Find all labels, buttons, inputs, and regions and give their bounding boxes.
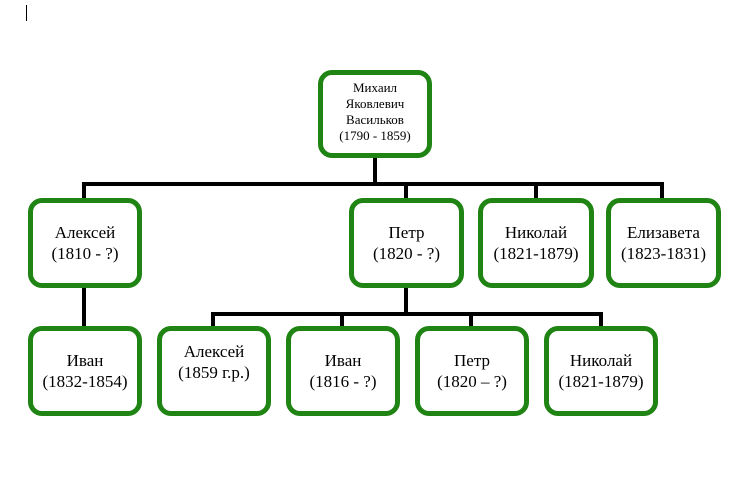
person-name: Алексей bbox=[183, 342, 245, 361]
person-name: Яковлевич bbox=[345, 96, 405, 111]
connector bbox=[340, 312, 344, 328]
person-box-nikolay-1821[interactable]: Николай (1821-1879) bbox=[544, 326, 658, 416]
person-name: Елизавета bbox=[627, 223, 700, 242]
person-name: Алексей bbox=[54, 223, 116, 242]
person-name: Васильков bbox=[346, 112, 404, 127]
connector bbox=[82, 182, 664, 186]
person-dates: (1832-1854) bbox=[42, 372, 128, 391]
connector bbox=[373, 155, 377, 185]
person-name: Иван bbox=[66, 351, 104, 370]
person-box-nikolay[interactable]: Николай (1821-1879) bbox=[478, 198, 594, 288]
person-box-aleksey[interactable]: Алексей (1810 - ?) bbox=[28, 198, 142, 288]
person-box-ivan-1832[interactable]: Иван (1832-1854) bbox=[28, 326, 142, 416]
connector bbox=[404, 182, 408, 200]
person-name: Петр bbox=[388, 223, 425, 242]
person-dates: (1821-1879) bbox=[493, 244, 579, 263]
person-dates: (1790 - 1859) bbox=[339, 128, 411, 143]
person-dates: (1821-1879) bbox=[558, 372, 644, 391]
person-box-petr[interactable]: Петр (1820 - ?) bbox=[349, 198, 464, 288]
connector bbox=[82, 182, 86, 200]
person-box-petr-1820[interactable]: Петр (1820 – ?) bbox=[415, 326, 529, 416]
connector bbox=[82, 286, 86, 328]
person-box-elizaveta[interactable]: Елизавета (1823-1831) bbox=[606, 198, 721, 288]
connector bbox=[404, 286, 408, 316]
person-dates: (1810 - ?) bbox=[51, 244, 119, 263]
person-name: Николай bbox=[504, 223, 568, 242]
person-dates: (1859 г.р.) bbox=[178, 363, 250, 382]
connector bbox=[211, 312, 603, 316]
person-dates: (1823-1831) bbox=[621, 244, 706, 263]
connector bbox=[211, 312, 215, 328]
person-name: Иван bbox=[324, 351, 362, 370]
person-dates: (1820 - ?) bbox=[372, 244, 441, 263]
connector bbox=[660, 182, 664, 200]
person-box-aleksey-1859[interactable]: Алексей (1859 г.р.) bbox=[157, 326, 271, 416]
person-box-ivan-1816[interactable]: Иван (1816 - ?) bbox=[286, 326, 400, 416]
person-name: Николай bbox=[569, 351, 633, 370]
connector bbox=[469, 312, 473, 328]
connector bbox=[599, 312, 603, 328]
person-dates: (1816 - ?) bbox=[309, 372, 377, 391]
person-name: Михаил bbox=[352, 80, 398, 95]
person-box-root[interactable]: Михаил Яковлевич Васильков (1790 - 1859) bbox=[318, 70, 432, 158]
text-cursor bbox=[26, 5, 27, 21]
person-dates: (1820 – ?) bbox=[437, 372, 507, 391]
connector bbox=[534, 182, 538, 200]
person-name: Петр bbox=[454, 351, 490, 370]
